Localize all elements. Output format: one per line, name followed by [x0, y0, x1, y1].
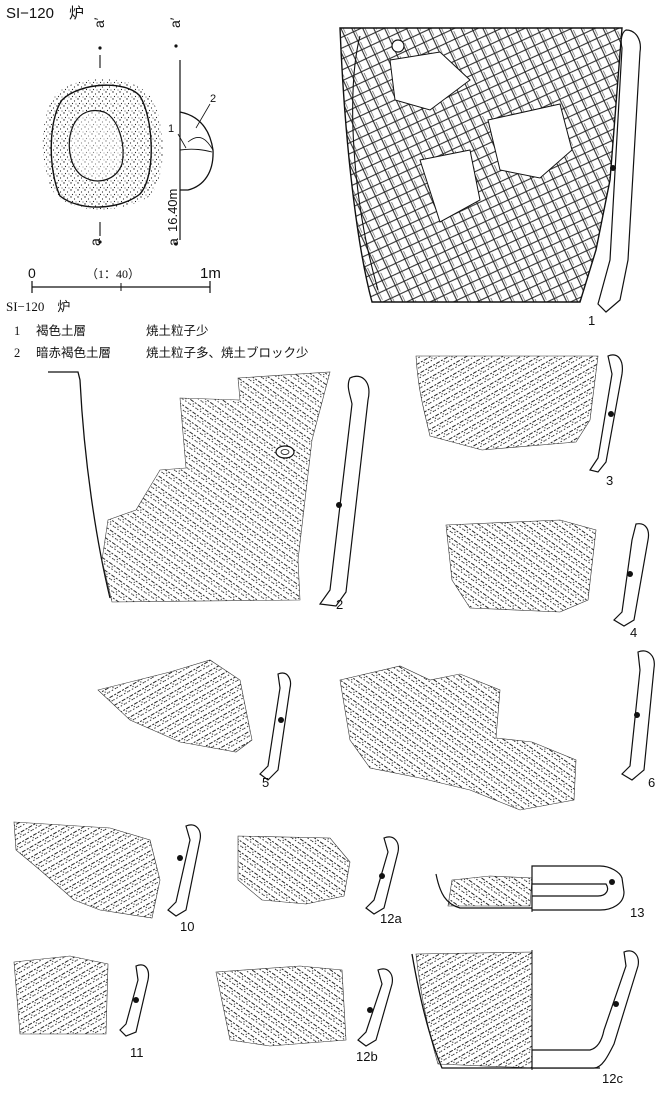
hearth-outer-outline: [50, 84, 152, 208]
scale-ratio-label: （1：40）: [86, 267, 141, 281]
legend-row-1: 1 褐色土層 焼土粒子少: [14, 320, 209, 339]
scale-start-label: 0: [28, 265, 36, 281]
sherd-3-label: 3: [606, 473, 614, 488]
sherd-2-label: 2: [336, 597, 344, 612]
sherd-5-drawing: [97, 659, 292, 781]
hearth-plan: [42, 46, 163, 244]
sherd-12b-drawing: [215, 965, 393, 1047]
legend-row-1-name: 褐色土層: [36, 324, 87, 338]
sherd-13-label: 13: [630, 905, 645, 920]
legend-heading: SI−120 炉: [6, 299, 71, 314]
section-layer-1-label: 1: [168, 123, 175, 135]
sherd-3-drawing: [415, 354, 623, 473]
sherd-13-drawing: [435, 865, 625, 912]
sherd-4-drawing: [445, 519, 650, 627]
legend-row-1-desc: 焼土粒子少: [146, 324, 209, 338]
point-a-bottom-label: a: [87, 238, 103, 246]
legend-row-2-name: 暗赤褐色土層: [36, 346, 112, 360]
sherd-12c-label: 12c: [602, 1071, 623, 1086]
sherd-10-drawing: [13, 821, 201, 919]
sherd-12c-drawing: [411, 950, 639, 1070]
point-a-prime-top-label: a′: [91, 17, 107, 28]
sherd-12a-drawing: [237, 835, 399, 915]
figure-title: SI−120 炉: [6, 5, 84, 22]
sherd-1-drawing: [339, 27, 641, 313]
hearth-section: [174, 44, 214, 246]
point-a-prime-section-label: a′: [167, 17, 183, 28]
legend-row-2-no: 2: [14, 346, 21, 360]
section-a-label: a: [165, 238, 181, 246]
legend-row-2-desc: 焼土粒子多、焼土ブロック少: [146, 346, 309, 360]
scale-bar: [31, 281, 211, 293]
scale-end-label: 1m: [200, 265, 221, 282]
sherd-2-drawing: [48, 371, 370, 607]
section-layer-2-label: 2: [210, 93, 217, 105]
elevation-label: 16.40m: [165, 188, 180, 232]
sherd-12a-label: 12a: [380, 911, 402, 926]
sherd-10-label: 10: [180, 919, 195, 934]
sherd-6-label: 6: [648, 775, 656, 790]
legend-row-2: 2 暗赤褐色土層 焼土粒子多、焼土ブロック少: [14, 342, 309, 361]
sherd-11-drawing: [13, 955, 150, 1037]
sherd-5-label: 5: [262, 775, 270, 790]
legend-row-1-no: 1: [14, 324, 21, 338]
sherd-6-drawing: [339, 650, 655, 811]
sherd-4-label: 4: [630, 625, 638, 640]
sherd-12b-label: 12b: [356, 1049, 378, 1064]
sherd-1-label: 1: [588, 313, 596, 328]
sherd-11-label: 11: [130, 1045, 144, 1060]
